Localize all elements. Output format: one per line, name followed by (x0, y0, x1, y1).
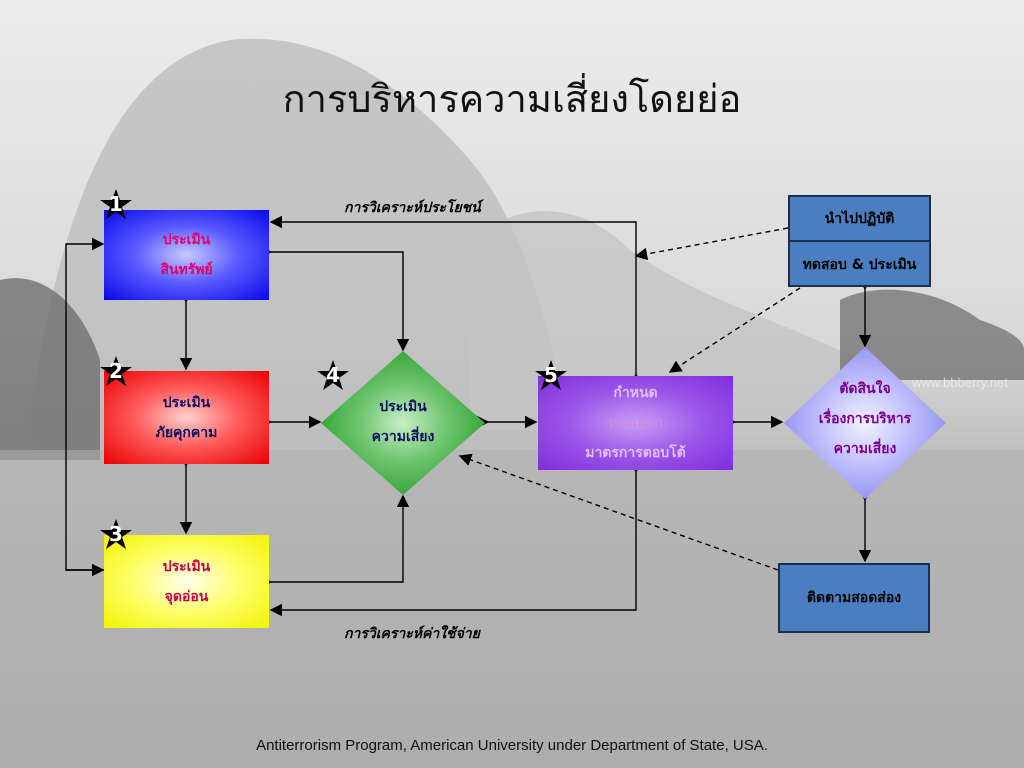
assets-line1: ประเมิน (162, 232, 211, 248)
badge-1: 1 (109, 192, 123, 216)
counter-line1: กำหนด (613, 385, 658, 401)
cost-analysis-label: การวิเคราะห์ค่าใช้จ่าย (344, 626, 480, 642)
monitor-box: ติดตามสอดส่อง (778, 563, 930, 633)
decision-line3: ความเสี่ยง (833, 441, 897, 457)
threats-line2: ภัยคุกคาม (155, 424, 218, 441)
assess-risk-diamond (321, 351, 485, 495)
risk-line1: ประเมิน (379, 399, 427, 415)
footer-credit: Antiterrorism Program, American Universi… (256, 737, 768, 754)
assets-risk-line (259, 245, 410, 352)
monitor-risk-dashed (458, 453, 779, 571)
risk-line2: ความเสี่ยง (371, 429, 435, 445)
star-icon: 5 (534, 359, 568, 393)
counter-line2: ทางเลือก (608, 415, 663, 431)
page-title: การบริหารความเสี่ยงโดยย่อ (282, 77, 742, 121)
implement-box: นำไปปฏิบัติ ทดสอบ & ประเมิน (788, 195, 931, 287)
badge-5: 5 (544, 363, 558, 387)
countermeasures-box: กำหนด ทางเลือก มาตรการตอบโต้ (538, 376, 733, 470)
vuln-line1: ประเมิน (162, 558, 211, 575)
assess-assets-box: ประเมิน สินทรัพย์ (104, 210, 269, 300)
implement-counter-dashed (668, 287, 801, 373)
assess-threats-box: ประเมิน ภัยคุกคาม (104, 371, 269, 464)
decision-text: ตัดสินใจ เรื่องการบริหาร ความเสี่ยง (783, 374, 947, 464)
monitor-label: ติดตามสอดส่อง (806, 590, 902, 606)
badge-4: 4 (326, 363, 340, 387)
counter-line3: มาตรการตอบโต้ (585, 445, 686, 461)
vuln-line2: จุดอ่อน (164, 588, 209, 605)
star-icon: 1 (99, 188, 133, 222)
assess-vulnerabilities-box: ประเมิน จุดอ่อน (104, 535, 269, 628)
decision-line2: เรื่องการบริหาร (818, 411, 912, 427)
test-evaluate-label: ทดสอบ & ประเมิน (802, 256, 917, 273)
star-icon: 3 (99, 518, 133, 552)
watermark-text: www.bbberry.net (912, 375, 1008, 390)
vuln-risk-line (259, 494, 410, 589)
benefit-line (269, 215, 643, 386)
benefit-analysis-label: การวิเคราะห์ประโยชน์ (344, 200, 481, 216)
risk-text: ประเมิน ความเสี่ยง (320, 392, 486, 452)
badge-3: 3 (109, 522, 123, 546)
badge-2: 2 (109, 359, 123, 383)
decision-line1: ตัดสินใจ (839, 381, 891, 397)
implement-label: นำไปปฏิบัติ (790, 197, 929, 242)
star-icon: 2 (99, 355, 133, 389)
decision-diamond (784, 347, 946, 499)
assets-line2: สินทรัพย์ (160, 262, 213, 278)
threats-line1: ประเมิน (162, 394, 211, 411)
cost-line (269, 460, 643, 617)
star-icon: 4 (316, 359, 350, 393)
implement-feedback-dashed (634, 227, 789, 261)
